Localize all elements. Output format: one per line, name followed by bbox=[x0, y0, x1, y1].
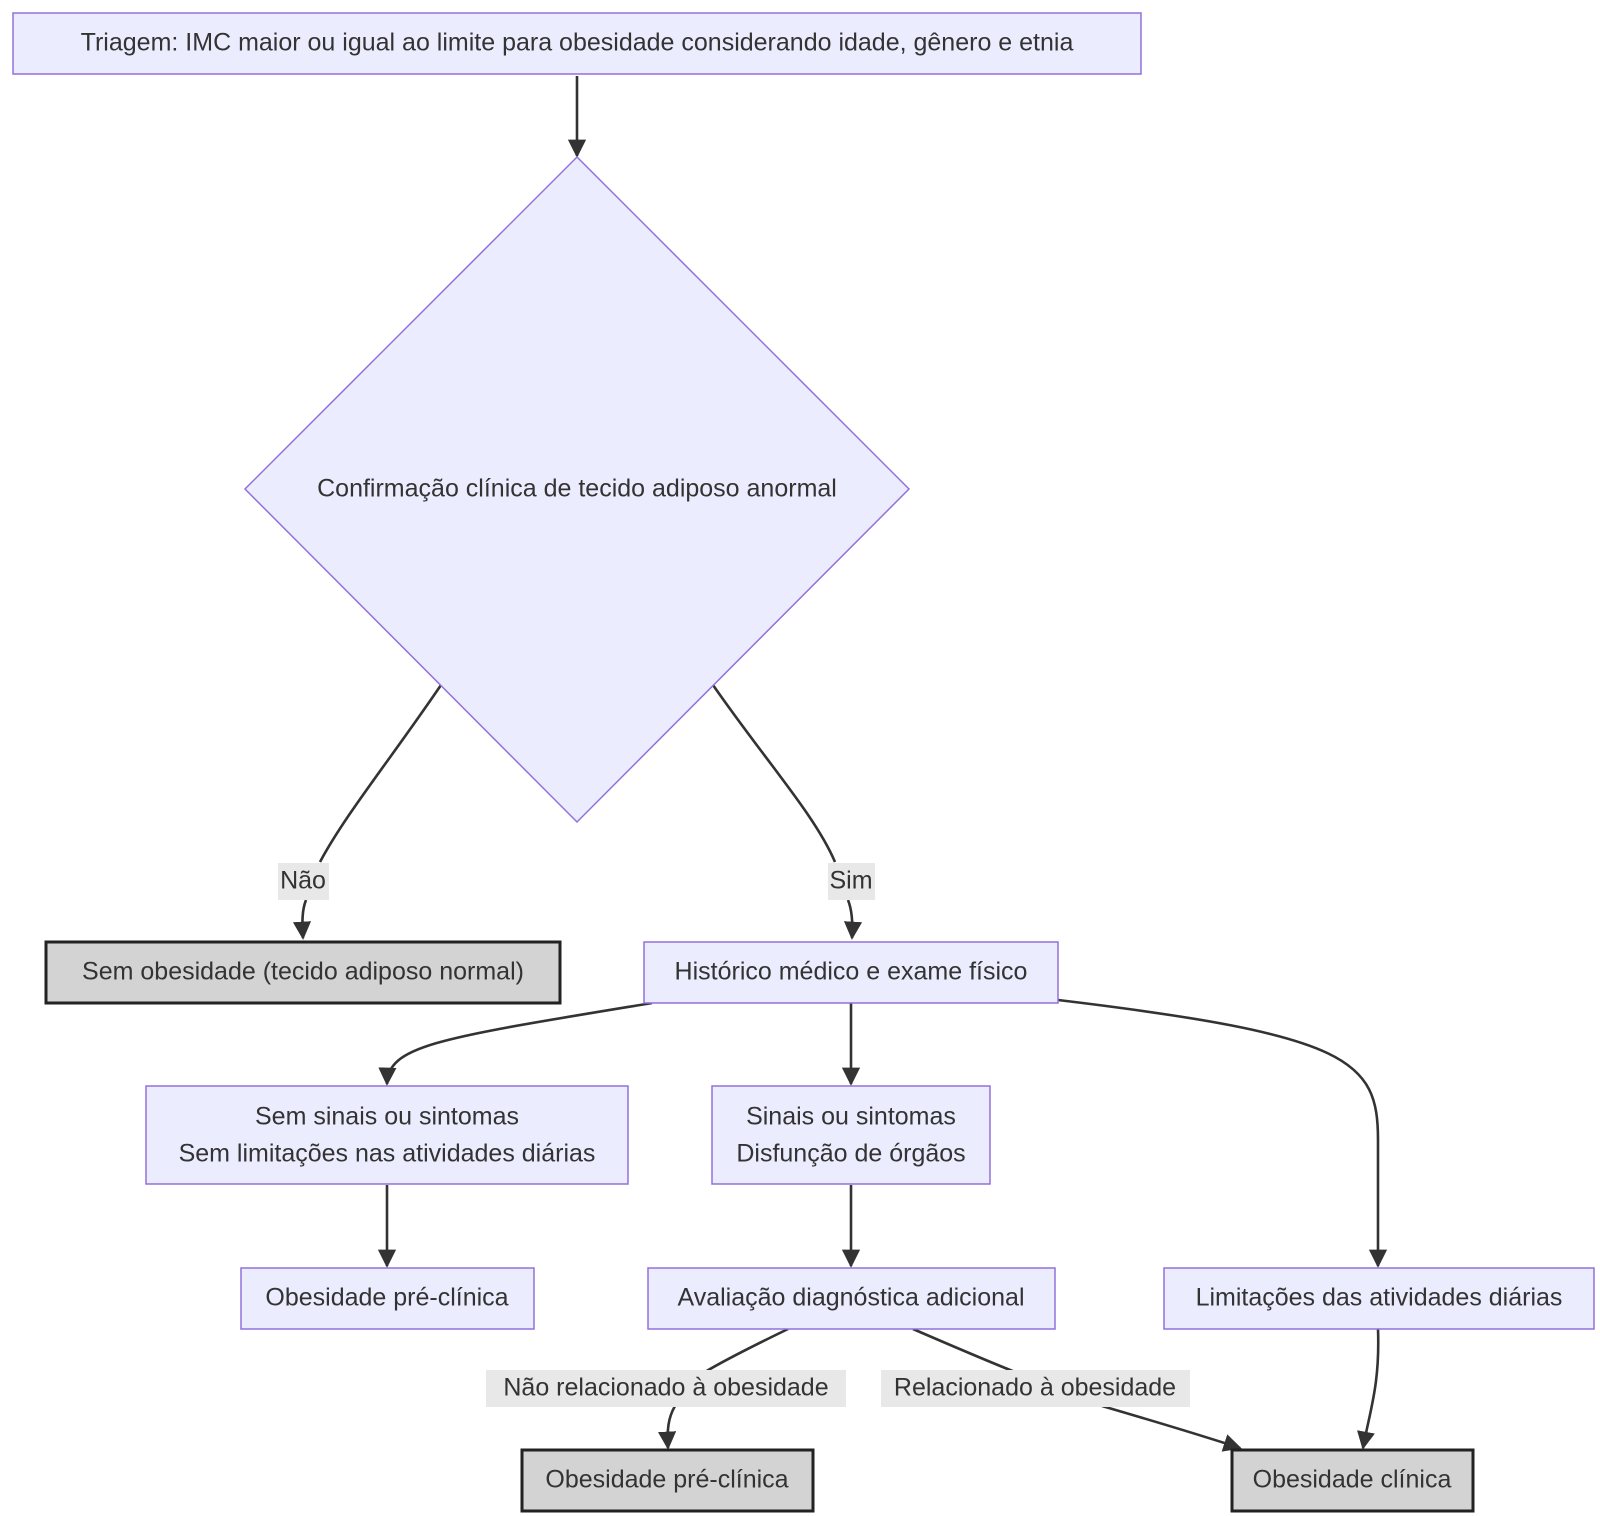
edge-label-nao-relacionado: Não relacionado à obesidade bbox=[486, 1370, 846, 1407]
edge-label-relacionado-text: Relacionado à obesidade bbox=[894, 1374, 1176, 1402]
node-obesidade-clinica-text: Obesidade clínica bbox=[1253, 1466, 1452, 1494]
edge-sim-to-historico bbox=[843, 899, 863, 940]
node-obesidade-pre-clinica-1-text: Obesidade pré-clínica bbox=[265, 1284, 508, 1312]
node-limitacoes-text: Limitações das atividades diárias bbox=[1196, 1284, 1563, 1312]
edge-label-nao: Não bbox=[278, 863, 329, 900]
node-sinais: Sinais ou sintomas Disfunção de órgãos bbox=[711, 1085, 991, 1185]
node-triagem-text: Triagem: IMC maior ou igual ao limite pa… bbox=[81, 29, 1074, 57]
node-avaliacao: Avaliação diagnóstica adicional bbox=[647, 1267, 1056, 1330]
node-sem-obesidade: Sem obesidade (tecido adiposo normal) bbox=[44, 940, 562, 1005]
edge-avaliacao-nao-relacionado bbox=[704, 1327, 789, 1374]
edge-label-sim: Sim bbox=[828, 863, 875, 900]
node-sem-obesidade-text: Sem obesidade (tecido adiposo normal) bbox=[82, 958, 524, 986]
node-limitacoes: Limitações das atividades diárias bbox=[1163, 1267, 1595, 1330]
edge-avaliacao-relacionado bbox=[912, 1327, 1016, 1374]
node-obesidade-pre-clinica-1: Obesidade pré-clínica bbox=[240, 1267, 535, 1330]
edge-nao-to-sem-obesidade bbox=[292, 899, 312, 940]
node-sinais-line-1: Sinais ou sintomas bbox=[746, 1103, 956, 1131]
edge-label-nao-text: Não bbox=[280, 867, 326, 895]
node-sem-sinais: Sem sinais ou sintomas Sem limitações na… bbox=[145, 1085, 629, 1185]
node-historico: Histórico médico e exame físico bbox=[643, 941, 1059, 1004]
node-sem-sinais-line-1: Sem sinais ou sintomas bbox=[255, 1103, 519, 1131]
edge-label-relacionado: Relacionado à obesidade bbox=[881, 1370, 1190, 1407]
edge-decisao-sim bbox=[711, 684, 837, 863]
node-historico-text: Histórico médico e exame físico bbox=[675, 958, 1028, 986]
edge-nao-relacionado-to-pre-clinica bbox=[658, 1405, 677, 1450]
node-obesidade-clinica: Obesidade clínica bbox=[1230, 1448, 1475, 1513]
edges bbox=[292, 76, 1388, 1452]
edge-label-sim-text: Sim bbox=[829, 867, 872, 895]
edge-historico-to-sem-sinais bbox=[378, 1001, 653, 1086]
node-decisao-text: Confirmação clínica de tecido adiposo an… bbox=[317, 475, 837, 503]
edge-historico-to-limitacoes bbox=[1057, 998, 1388, 1268]
node-sinais-line-2: Disfunção de órgãos bbox=[736, 1140, 965, 1168]
edge-relacionado-to-clinica bbox=[1101, 1404, 1242, 1452]
node-decisao: Confirmação clínica de tecido adiposo an… bbox=[243, 155, 911, 824]
node-obesidade-pre-clinica-2: Obesidade pré-clínica bbox=[520, 1448, 815, 1513]
edge-label-nao-relacionado-text: Não relacionado à obesidade bbox=[503, 1374, 828, 1402]
node-triagem: Triagem: IMC maior ou igual ao limite pa… bbox=[12, 12, 1142, 75]
edge-decisao-nao bbox=[318, 684, 443, 863]
node-avaliacao-text: Avaliação diagnóstica adicional bbox=[678, 1284, 1025, 1312]
node-obesidade-pre-clinica-2-text: Obesidade pré-clínica bbox=[545, 1466, 788, 1494]
node-sem-sinais-line-2: Sem limitações nas atividades diárias bbox=[179, 1140, 596, 1168]
edge-limitacoes-to-clinica bbox=[1357, 1328, 1380, 1450]
